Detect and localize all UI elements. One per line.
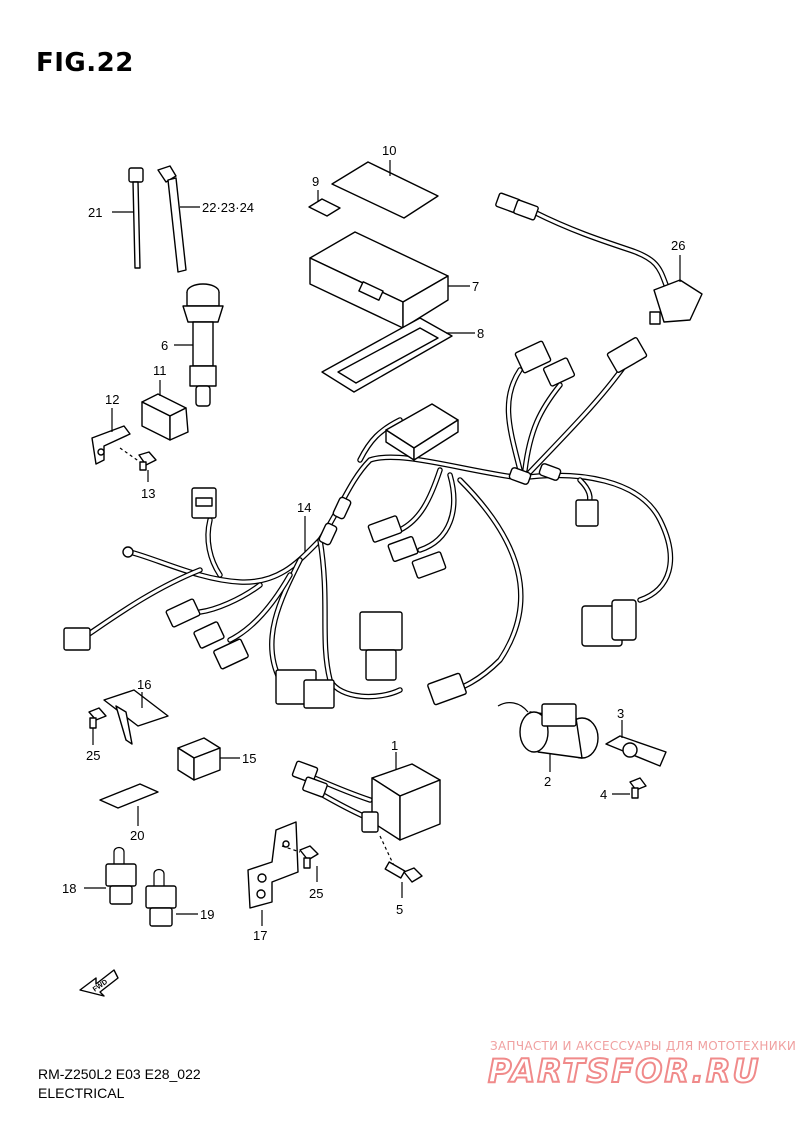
callout-18: 18 (62, 881, 76, 896)
callout-22-23-24: 22·23·24 (202, 200, 254, 215)
part-18-fuse[interactable]: 18 (62, 846, 137, 905)
part-22-23-24-clamp[interactable]: 22·23·24 (157, 165, 254, 273)
callout-5: 5 (396, 902, 403, 917)
callout-12: 12 (105, 392, 119, 407)
callout-25-left: 25 (86, 748, 100, 763)
section-name: ELECTRICAL (38, 1085, 125, 1101)
part-26-sensor-lead[interactable]: 26 (495, 192, 703, 325)
callout-7: 7 (472, 279, 479, 294)
part-2-capacitor[interactable]: 2 (497, 702, 599, 789)
callout-15: 15 (242, 751, 256, 766)
part-13-bolt[interactable]: 13 (119, 447, 157, 501)
part-9-small-label[interactable]: 9 (308, 174, 341, 217)
callout-21: 21 (88, 205, 102, 220)
callout-10: 10 (382, 143, 396, 158)
part-5-bolt[interactable]: 5 (379, 835, 423, 917)
part-20-label[interactable]: 20 (99, 783, 159, 843)
callout-16: 16 (137, 677, 151, 692)
fwd-arrow-icon: FWD (79, 969, 119, 997)
callout-1: 1 (391, 738, 398, 753)
callout-3: 3 (617, 706, 624, 721)
part-3-clamp[interactable]: 3 (605, 706, 667, 767)
callout-8: 8 (477, 326, 484, 341)
part-15-relay[interactable]: 15 (177, 737, 256, 781)
callout-20: 20 (130, 828, 144, 843)
part-17-bracket[interactable]: 17 (247, 821, 299, 943)
callout-11: 11 (153, 363, 167, 378)
callout-2: 2 (544, 774, 551, 789)
part-4-screw[interactable]: 4 (600, 777, 647, 802)
part-7-ecm-unit[interactable]: 7 (309, 231, 479, 329)
part-11-relay[interactable]: 11 (141, 363, 189, 441)
watermark-text: ЗАПЧАСТИ И АКСЕССУАРЫ ДЛЯ МОТОТЕХНИКИ (490, 1039, 797, 1053)
part-25-bolt-left[interactable]: 25 (86, 707, 107, 763)
callout-25-right: 25 (309, 886, 323, 901)
callout-13: 13 (141, 486, 155, 501)
part-10-label-sheet[interactable]: 10 (331, 143, 439, 219)
part-16-plate[interactable]: 16 (103, 677, 169, 745)
model-code: RM-Z250L2 E03 E28_022 (38, 1066, 201, 1082)
callout-14: 14 (297, 500, 311, 515)
part-12-bracket[interactable]: 12 (91, 392, 131, 465)
callout-9: 9 (312, 174, 319, 189)
part-6-ignition-coil[interactable]: 6 (161, 283, 224, 407)
callout-26: 26 (671, 238, 685, 253)
callout-6: 6 (161, 338, 168, 353)
part-25-bolt-right[interactable]: 25 (281, 845, 323, 901)
callout-19: 19 (200, 907, 214, 922)
part-21-cable-tie[interactable]: 21 (88, 167, 144, 269)
figure-title: FIG.22 (36, 48, 134, 78)
part-8-ecm-band[interactable]: 8 (321, 317, 484, 393)
part-14-wiring-harness[interactable]: 14 (63, 337, 674, 709)
part-19-fuse-holder[interactable]: 19 (145, 868, 214, 927)
watermark-logo: PARTSFOR.RU (487, 1051, 761, 1091)
callout-4: 4 (600, 787, 607, 802)
callout-17: 17 (253, 928, 267, 943)
part-1-regulator[interactable]: 1 (291, 738, 441, 841)
